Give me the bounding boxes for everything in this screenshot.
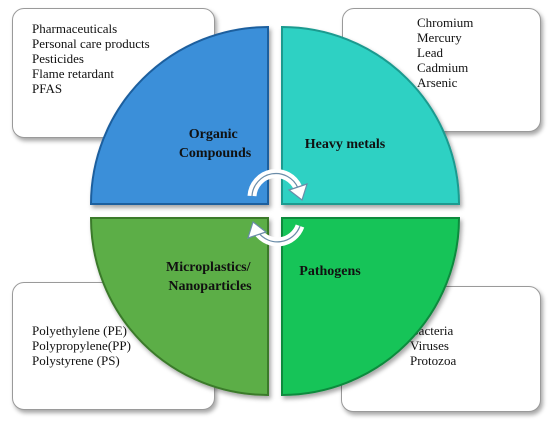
- heavy-metals-label: Heavy metals: [305, 137, 386, 152]
- organic-compounds-label: Organic Compounds: [179, 127, 252, 161]
- microplastics-label: Microplastics/ Nanoparticles: [166, 260, 254, 294]
- quadrant-microplastics: [89, 217, 269, 397]
- microplastic-examples-list: Polyethylene (PE)Polypropylene(PP)Polyst…: [32, 323, 131, 368]
- organic-example-item: Flame retardant: [32, 66, 114, 81]
- pathogen-example-item: Viruses: [410, 338, 449, 353]
- quadrant-organic-compounds: [89, 25, 269, 205]
- heavy-metal-example-item: Lead: [417, 45, 443, 60]
- heavy-metal-example-item: Cadmium: [417, 60, 469, 75]
- heavy-metal-example-item: Mercury: [417, 30, 462, 45]
- pathogens-label: Pathogens: [299, 264, 361, 279]
- organic-example-item: Pharmaceuticals: [32, 21, 118, 36]
- cycle-arrow-upper-outline: [251, 172, 299, 197]
- organic-example-item: PFAS: [32, 81, 63, 96]
- microplastic-example-item: Polyethylene (PE): [32, 323, 127, 338]
- heavy-metal-example-item: Chromium: [417, 15, 474, 30]
- cycle-arrows-icon: [247, 168, 308, 247]
- microplastic-example-item: Polypropylene(PP): [32, 338, 131, 353]
- microplastic-example-item: Polystyrene (PS): [32, 353, 120, 368]
- quadrant-pathogens: [281, 217, 461, 397]
- heavy-metal-example-item: Arsenic: [417, 75, 458, 90]
- cycle-arrowhead-upper: [287, 183, 308, 202]
- pathogen-example-item: Protozoa: [410, 353, 457, 368]
- cycle-arrow-lower-outline: [257, 225, 301, 243]
- cycle-arrowhead-lower: [247, 220, 268, 239]
- quadrant-heavy-metals: [281, 25, 461, 205]
- organic-example-item: Personal care products: [32, 36, 150, 51]
- organic-example-item: Pesticides: [32, 51, 84, 66]
